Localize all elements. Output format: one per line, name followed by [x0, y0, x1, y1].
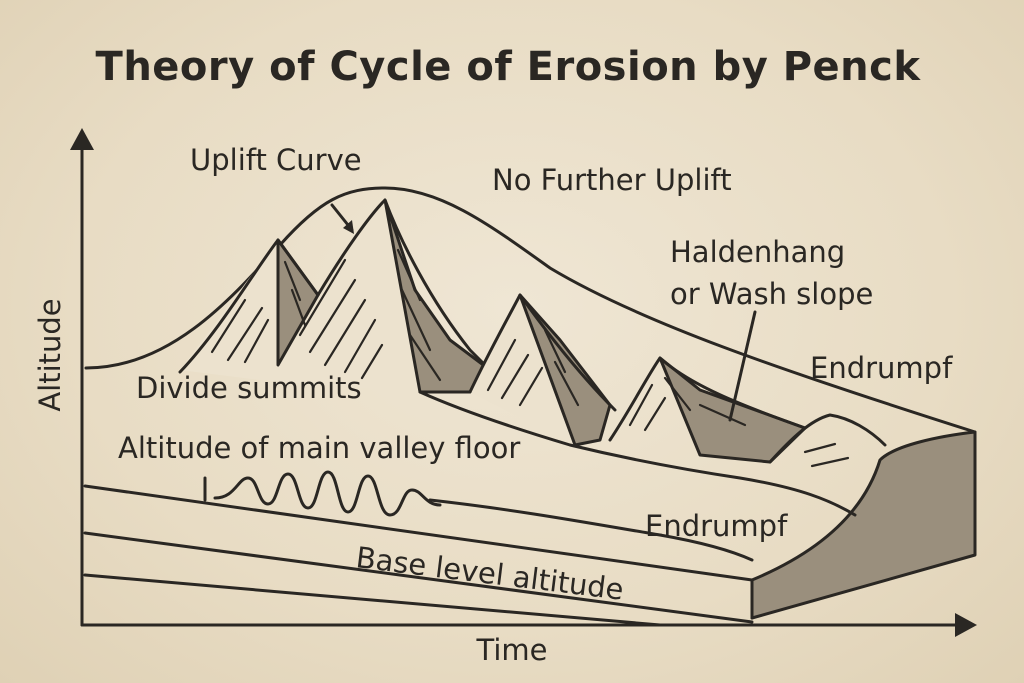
axes: [70, 128, 977, 637]
label-endrumpf-lower: Endrumpf: [645, 509, 788, 543]
x-axis-label: Time: [476, 633, 548, 667]
base-level-line: [83, 573, 662, 627]
endrumpf-block-face: [750, 430, 977, 620]
y-axis-arrow-icon: [70, 128, 94, 150]
label-haldenhang: Haldenhang: [670, 235, 845, 269]
uplift-curve: [84, 186, 977, 434]
label-divide-summits: Divide summits: [136, 371, 362, 405]
diagram-title: Theory of Cycle of Erosion by Penck: [96, 44, 922, 90]
label-main-valley-floor: Altitude of main valley floor: [118, 431, 520, 465]
pointer-arrow-icon: [343, 220, 354, 234]
valley-floor-line: [83, 484, 754, 582]
endrumpf-edge-line: [428, 498, 754, 562]
block-front-edge: [83, 531, 754, 624]
y-axis-label: Altitude: [33, 298, 67, 411]
main-valley-river: [203, 470, 442, 517]
label-uplift-curve: Uplift Curve: [190, 143, 362, 177]
label-endrumpf-top: Endrumpf: [810, 351, 953, 385]
x-axis-arrow-icon: [955, 613, 977, 637]
label-base-level: Base level altitude: [354, 540, 625, 607]
slope-hatching: [210, 248, 850, 468]
base-block: [83, 484, 754, 627]
label-wash-slope: or Wash slope: [670, 277, 873, 311]
lower-surface-line: [418, 390, 857, 517]
haldenhang-pointer: [728, 310, 757, 422]
label-no-further-uplift: No Further Uplift: [492, 163, 732, 197]
